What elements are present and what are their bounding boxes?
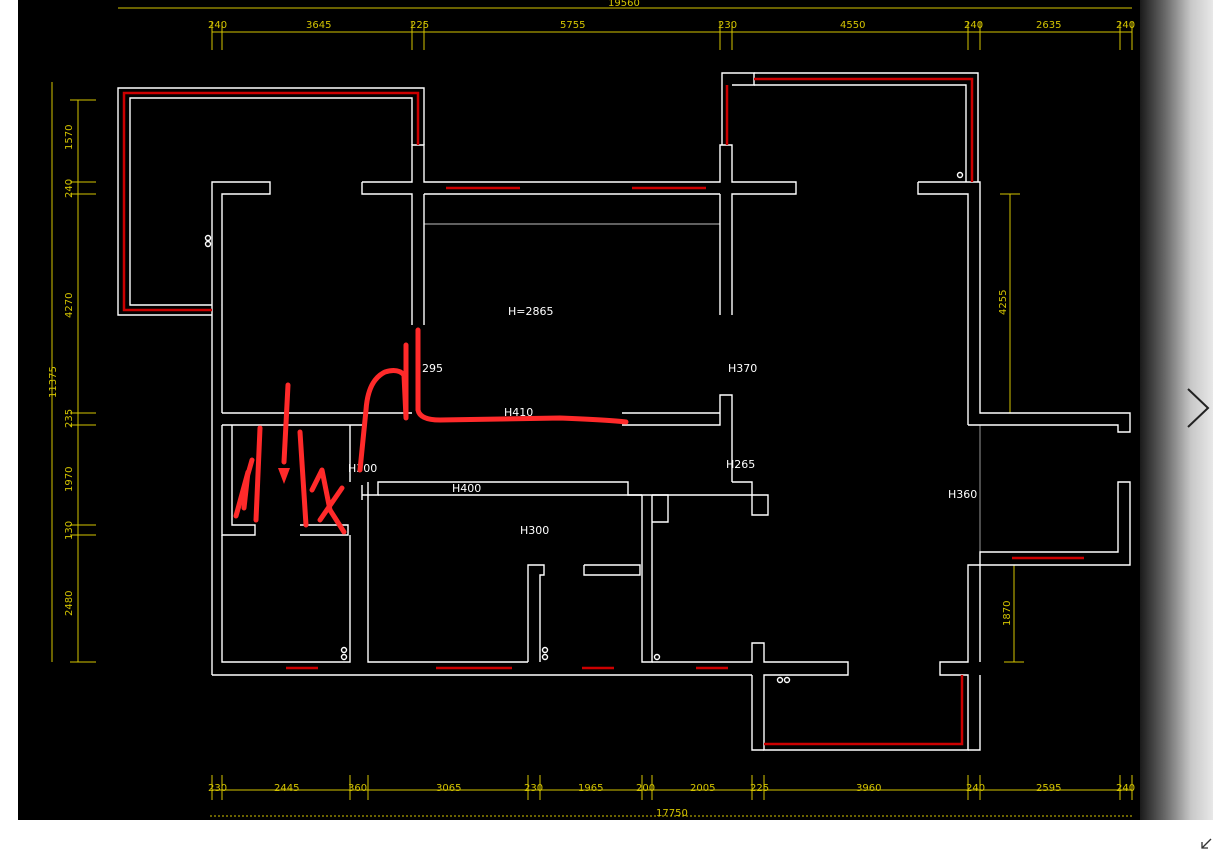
- dim-left-seg: 1570: [64, 125, 75, 150]
- dim-bottom-seg: 230: [524, 783, 543, 794]
- dim-top-seg: 240: [208, 20, 227, 31]
- dim-top-seg: 240: [1116, 20, 1135, 31]
- dim-bottom-seg: 225: [750, 783, 769, 794]
- dim-bottom-seg: 2005: [690, 783, 715, 794]
- dim-bottom-seg: 3960: [856, 783, 881, 794]
- chevron-right-icon[interactable]: [1182, 385, 1212, 431]
- dim-left-seg: 1970: [64, 467, 75, 492]
- dim-left-total: 11375: [48, 366, 59, 398]
- dim-bottom-seg: 2445: [274, 783, 299, 794]
- dim-top-seg: 2635: [1036, 20, 1061, 31]
- label-h410: H410: [504, 406, 533, 419]
- dim-left-seg: 240: [64, 179, 75, 198]
- dim-left-seg: 235: [64, 409, 75, 428]
- label-h265: H265: [726, 458, 755, 471]
- label-h370: H370: [728, 362, 757, 375]
- dim-top-seg: 230: [718, 20, 737, 31]
- dim-top-total: 19560: [608, 0, 640, 9]
- dim-bottom-seg: 240: [1116, 783, 1135, 794]
- dim-left-seg: 4270: [64, 293, 75, 318]
- dim-inner-4255: 4255: [998, 290, 1009, 315]
- label-295: 295: [422, 362, 443, 375]
- dim-left-seg: 130: [64, 521, 75, 540]
- dim-bottom-seg: 360: [348, 783, 367, 794]
- dim-top-seg: 5755: [560, 20, 585, 31]
- red-markup-annotation: [233, 327, 629, 535]
- dim-bottom-seg: 230: [208, 783, 227, 794]
- side-panel-fade: [1140, 0, 1213, 820]
- dimension-text: 19560 240 3645 225 5755 230 4550 240 263…: [48, 0, 1135, 819]
- dim-bottom-seg: 3065: [436, 783, 461, 794]
- dim-bottom-seg: 200: [636, 783, 655, 794]
- dim-inner-1870: 1870: [1002, 601, 1013, 626]
- label-h400: H400: [452, 482, 481, 495]
- dim-bottom-seg: 1965: [578, 783, 603, 794]
- dim-top-seg: 225: [410, 20, 429, 31]
- window-openings: [122, 77, 1084, 746]
- dim-bottom-seg: 2595: [1036, 783, 1061, 794]
- dim-bottom-total: 17750: [656, 808, 688, 819]
- dim-bottom-seg: 240: [966, 783, 985, 794]
- label-h360: H360: [948, 488, 977, 501]
- label-h300b: H300: [520, 524, 549, 537]
- dim-top-seg: 240: [964, 20, 983, 31]
- floor-plan-walls: [117, 72, 1131, 751]
- dim-top-seg: 3645: [306, 20, 331, 31]
- room-labels: H=2865 295 H370 H410 H265 H300 H400 H300…: [348, 305, 977, 537]
- floor-plan-canvas: H=2865 295 H370 H410 H265 H300 H400 H300…: [18, 0, 1158, 820]
- label-h2865: H=2865: [508, 305, 553, 318]
- resize-arrow-icon[interactable]: [1198, 836, 1213, 852]
- dimension-lines: [51, 7, 1158, 817]
- dim-top-seg: 4550: [840, 20, 865, 31]
- markup-arrowhead: [278, 468, 290, 484]
- dim-left-seg: 2480: [64, 591, 75, 616]
